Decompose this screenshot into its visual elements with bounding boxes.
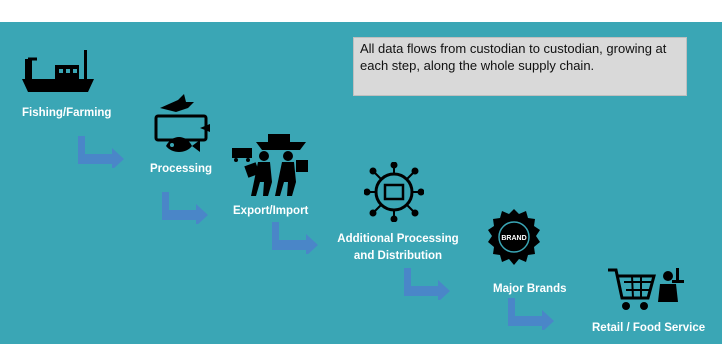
cart-waiter-icon [608, 268, 684, 310]
fishing-boat-icon [22, 50, 94, 92]
stage-label-export: Export/Import [233, 205, 309, 217]
shipping-workers-icon [232, 134, 308, 196]
flow-arrow-3 [272, 222, 318, 254]
stage-label-retail: Retail / Food Service [592, 322, 706, 334]
distribution-hub-icon [364, 162, 424, 222]
stage-label-distribution-line2: and Distribution [353, 250, 443, 262]
flow-arrow-2 [162, 192, 208, 224]
brand-badge-text: BRAND [501, 235, 526, 242]
supply-chain-canvas: All data flows from custodian to custodi… [0, 22, 722, 344]
stage-label-brands: Major Brands [493, 283, 567, 295]
stage-label-fishing: Fishing/Farming [22, 107, 112, 119]
info-note: All data flows from custodian to custodi… [353, 37, 687, 96]
flow-arrow-1 [78, 136, 124, 168]
stage-label-processing: Processing [150, 163, 212, 175]
stage-label-distribution-line1: Additional Processing [337, 233, 459, 245]
flow-arrow-5 [508, 298, 554, 330]
fish-processing-icon [154, 94, 210, 152]
brand-badge-icon: BRAND [488, 209, 540, 265]
stage-label-distribution: Additional Processing and Distribution [336, 231, 460, 265]
flow-arrow-4 [404, 268, 450, 300]
